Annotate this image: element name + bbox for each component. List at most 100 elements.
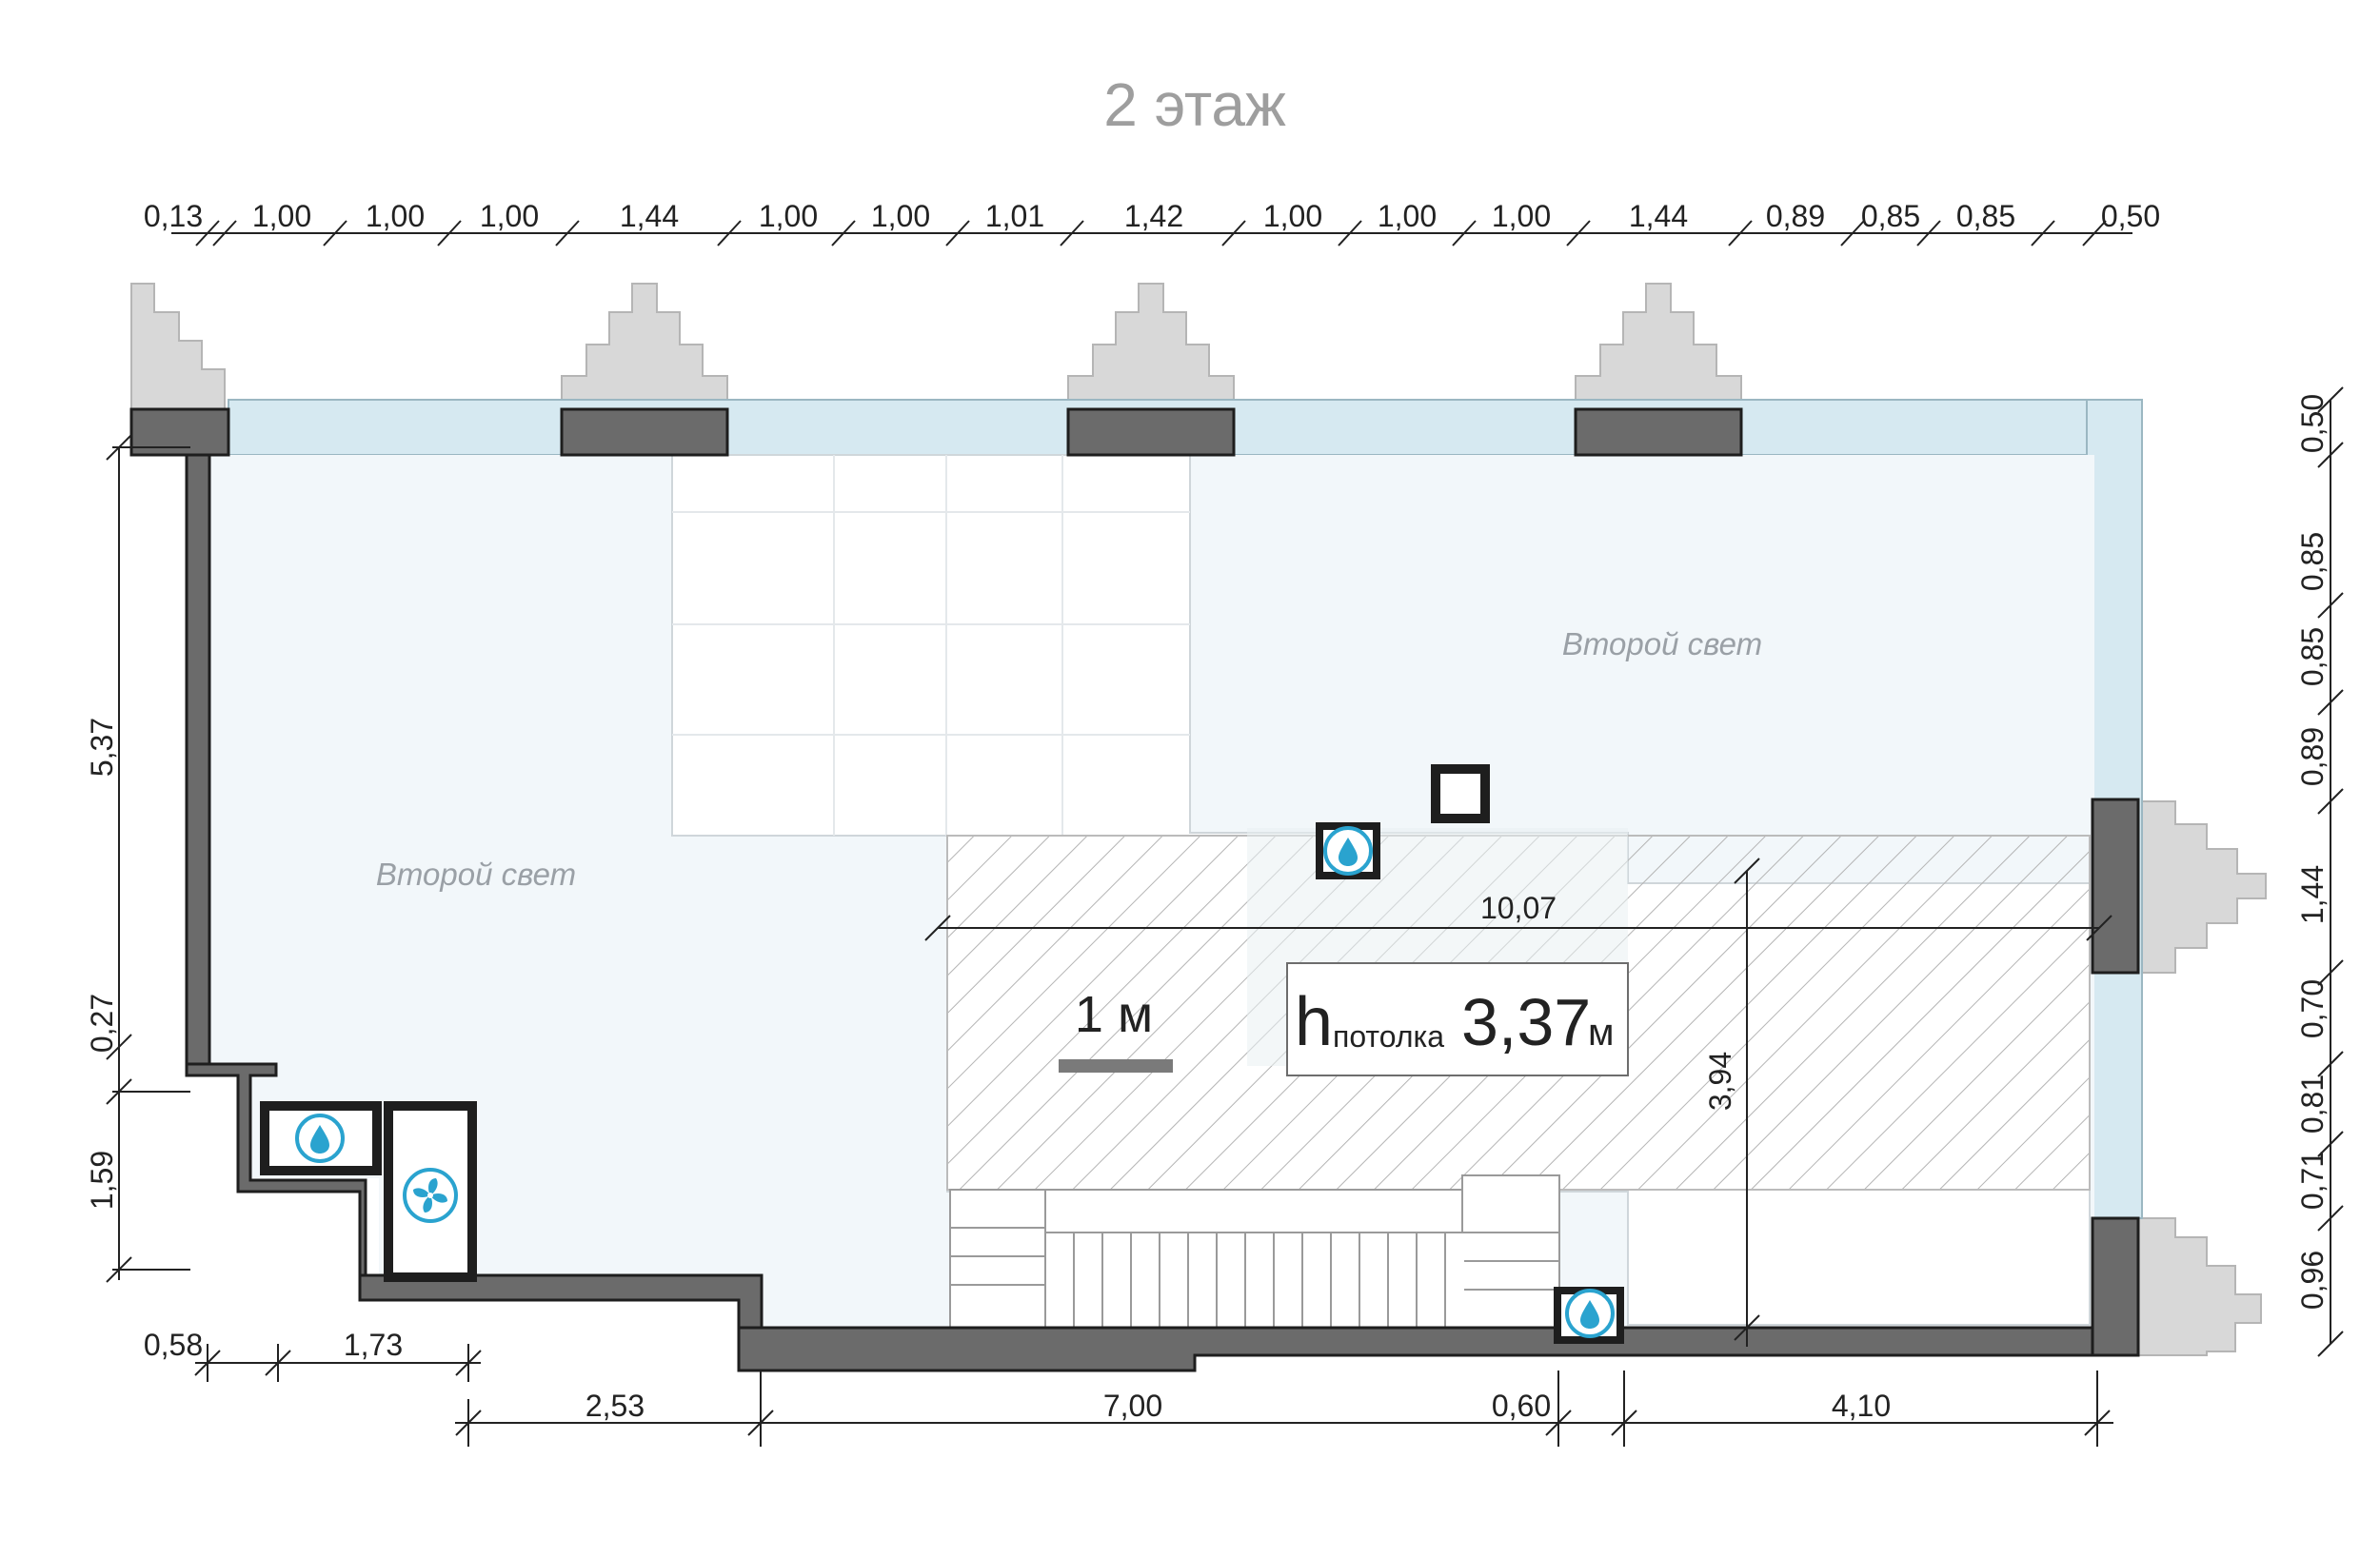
bottom-dimension-chain-upper — [194, 1344, 482, 1382]
bottom-dim-label: 4,10 — [1832, 1389, 1891, 1423]
right-dim-label: 0,71 — [2295, 1151, 2330, 1210]
facade-ornaments-right — [2136, 800, 2267, 1356]
top-dim-tick — [1728, 220, 1753, 247]
top-dim-tick — [2082, 220, 2107, 247]
top-dim-tick — [1566, 220, 1591, 247]
top-dim-tick — [437, 220, 462, 247]
right-dim-label: 0,70 — [2295, 979, 2330, 1038]
ornament-top-1 — [130, 283, 226, 410]
label-second-light-right: Второй свет — [1562, 626, 1762, 661]
water-drop-icon — [1565, 1289, 1615, 1338]
facade-ornaments-top — [130, 283, 1742, 410]
wall-right-upper — [2091, 798, 2140, 975]
left-dim-label: 5,37 — [85, 718, 119, 777]
ceiling-unit: м — [1588, 1012, 1615, 1054]
ornament-top-3 — [1067, 283, 1235, 410]
ceiling-value: 3,37 — [1461, 985, 1591, 1059]
right-dim-label: 0,85 — [2295, 627, 2330, 686]
right-dim-tick — [2317, 592, 2344, 619]
right-dim-tick — [2317, 1331, 2344, 1357]
top-dim-label: 1,44 — [620, 199, 679, 233]
top-dim-tick — [1221, 220, 1246, 247]
water-drop-icon — [1323, 826, 1373, 876]
top-dim-label: 0,85 — [1861, 199, 1920, 233]
ornament-top-2 — [561, 283, 728, 410]
left-dim-label: 0,27 — [85, 994, 119, 1053]
staircase — [949, 1174, 1560, 1329]
top-dim-tick — [1338, 220, 1362, 247]
top-dim-tick — [2031, 220, 2055, 247]
floor-title: 2 этаж — [1103, 70, 1286, 139]
ornament-right-2 — [2136, 1217, 2262, 1356]
dim-height-3-94: 3,94 — [1703, 1052, 1737, 1111]
top-dim-label: 1,00 — [252, 199, 311, 233]
wall-left — [185, 453, 211, 1066]
wall-right — [2091, 1216, 2140, 1357]
ceiling-height-box: h потолка 3,37 м — [1286, 962, 1629, 1076]
top-dim-label: 0,85 — [1956, 199, 2015, 233]
top-dim-label: 1,00 — [759, 199, 818, 233]
top-dim-label: 1,00 — [871, 199, 930, 233]
scale-label: 1 м — [1075, 986, 1153, 1043]
left-dim-label: 1,59 — [85, 1151, 119, 1210]
top-dim-tick — [831, 220, 856, 247]
top-dim-label: 1,44 — [1629, 199, 1688, 233]
right-dim-tick — [2317, 959, 2344, 986]
right-dim-tick — [2317, 386, 2344, 413]
wall-top-3 — [1066, 407, 1236, 457]
bottom-dim-label: 1,73 — [344, 1328, 403, 1362]
right-dim-label: 0,89 — [2295, 727, 2330, 786]
bottom-dimension-chain-lower — [455, 1371, 2113, 1447]
dim-width-10-07: 10,07 — [1480, 891, 1557, 925]
interior-dimensions — [924, 858, 2112, 1347]
right-dim-tick — [2317, 1051, 2344, 1077]
top-dim-tick — [555, 220, 580, 247]
fan-icon — [403, 1168, 458, 1223]
top-dim-tick — [717, 220, 742, 247]
bottom-dim-label: 0,58 — [144, 1328, 203, 1362]
scale-bar — [1059, 1059, 1173, 1073]
right-dim-tick — [2317, 1131, 2344, 1157]
walls — [129, 407, 2140, 1372]
top-dim-label: 0,13 — [144, 199, 203, 233]
top-dim-tick — [212, 220, 237, 247]
ceiling-word: потолка — [1333, 1019, 1444, 1054]
right-dim-label: 1,44 — [2295, 865, 2330, 924]
left-dimension-chain — [106, 434, 190, 1283]
right-dim-tick — [2317, 1205, 2344, 1232]
top-dim-label: 1,00 — [480, 199, 539, 233]
top-dimension-chain — [171, 220, 2132, 247]
label-second-light-left: Второй свет — [376, 857, 576, 892]
top-dim-label: 0,50 — [2101, 199, 2160, 233]
ceiling-h-letter: h — [1295, 984, 1333, 1060]
top-dim-label: 1,00 — [1378, 199, 1437, 233]
top-dim-tick — [1840, 220, 1865, 247]
wall-top-2 — [560, 407, 729, 457]
bottom-dim-label: 2,53 — [585, 1389, 645, 1423]
top-dim-label: 1,00 — [1492, 199, 1551, 233]
right-dimension-chain — [2317, 386, 2344, 1357]
bottom-dim-label: 0,60 — [1492, 1389, 1551, 1423]
bottom-dim-label: 7,00 — [1103, 1389, 1162, 1423]
water-drop-icon — [295, 1114, 345, 1163]
right-dim-tick — [2317, 788, 2344, 815]
right-dim-label: 0,81 — [2295, 1075, 2330, 1134]
right-dim-label: 0,85 — [2295, 532, 2330, 591]
top-dim-label: 1,00 — [1263, 199, 1322, 233]
top-dim-label: 1,00 — [366, 199, 425, 233]
ornament-top-4 — [1575, 283, 1742, 410]
right-dim-label: 0,50 — [2295, 394, 2330, 453]
top-dim-label: 0,89 — [1766, 199, 1825, 233]
top-dim-tick — [1060, 220, 1084, 247]
top-dim-tick — [323, 220, 347, 247]
wall-bottom — [737, 1326, 2140, 1372]
column — [1431, 764, 1490, 823]
top-dim-label: 1,42 — [1124, 199, 1183, 233]
wall-top-4 — [1574, 407, 1743, 457]
top-dim-tick — [1916, 220, 1941, 247]
top-dim-tick — [1452, 220, 1477, 247]
ornament-right-1 — [2136, 800, 2267, 974]
top-dim-tick — [945, 220, 970, 247]
right-dim-tick — [2317, 442, 2344, 468]
